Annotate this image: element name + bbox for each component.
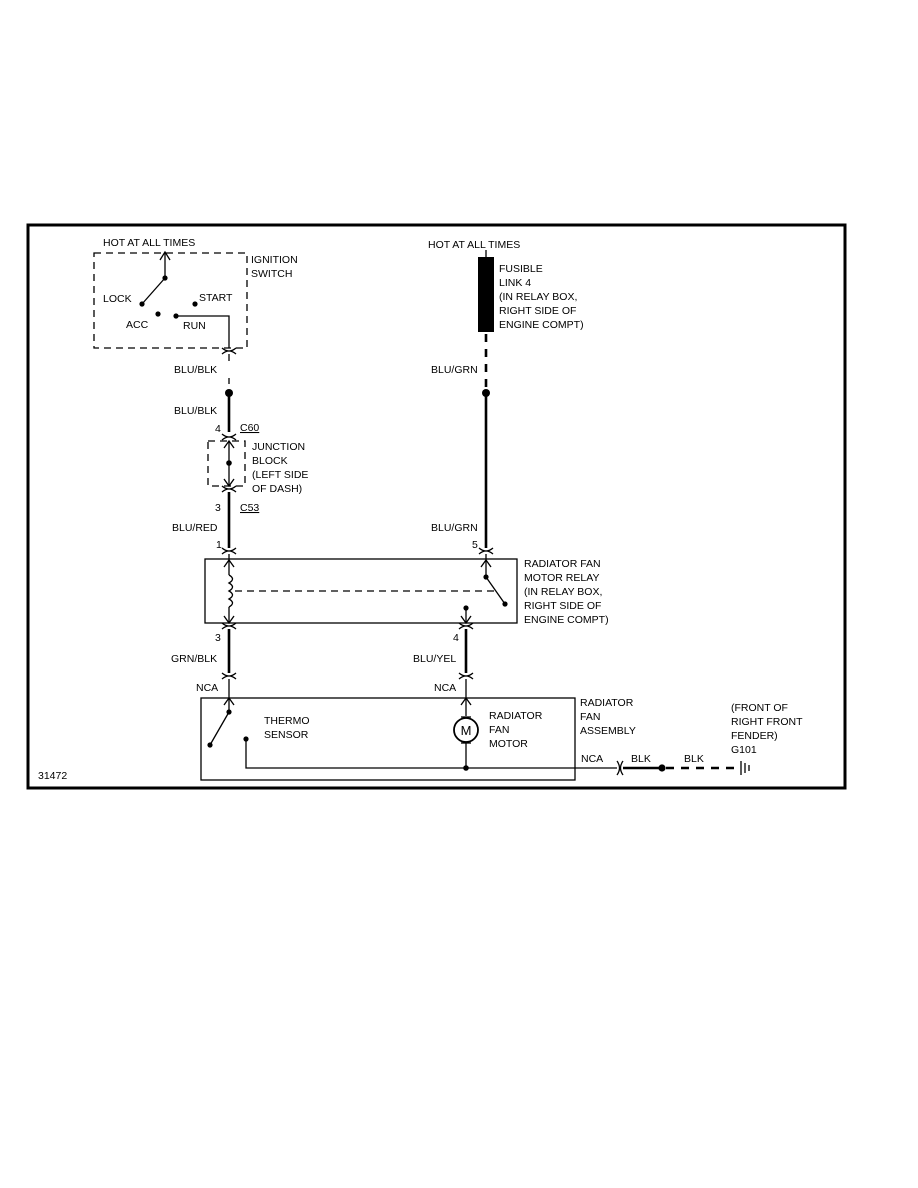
relay-contact-end (502, 601, 508, 607)
c60-pin: 4 (215, 423, 221, 435)
ground-connector (616, 760, 624, 776)
relay-contact-arm (485, 576, 506, 605)
switch-contact-lock (139, 301, 145, 307)
switch-connector (221, 347, 237, 355)
ground-location-1: (FRONT OF (731, 702, 788, 714)
wire-label-blu-blk-1: BLU/BLK (174, 364, 217, 376)
motor-label-2: FAN (489, 724, 509, 736)
ground-location-2: RIGHT FRONT (731, 716, 803, 728)
relay-connector-1 (221, 547, 237, 555)
relay-pin-4: 4 (453, 632, 459, 644)
run-contact-line (176, 315, 230, 348)
ground-location-3: FENDER) (731, 730, 778, 742)
ignition-switch-label-2: SWITCH (251, 268, 292, 280)
relay-label-4: RIGHT SIDE OF (524, 600, 601, 612)
relay-box (204, 558, 518, 624)
thermo-ground-line (245, 739, 466, 769)
c60-connector (221, 433, 237, 441)
relay-pin-3: 3 (215, 632, 221, 644)
fusible-link (478, 257, 494, 332)
nca-connector-right (458, 672, 474, 680)
switch-label-lock: LOCK (103, 293, 132, 305)
motor-arrow (460, 696, 472, 706)
ignition-feed-arrow (159, 250, 171, 261)
wire-label-grn-blk: GRN/BLK (171, 653, 217, 665)
junction-arrow-bottom (223, 478, 235, 488)
ignition-switch-arm (141, 277, 166, 305)
diagram-frame (26, 223, 847, 790)
fusible-label-2: LINK 4 (499, 277, 531, 289)
c60-label: C60 (240, 422, 259, 434)
fusible-label-1: FUSIBLE (499, 263, 543, 275)
hot-at-all-times-right: HOT AT ALL TIMES (428, 239, 520, 251)
relay-connector-5 (478, 547, 494, 555)
junction-block-box (207, 440, 246, 487)
fan-assembly-label-2: FAN (580, 711, 600, 723)
diagram-number: 31472 (38, 770, 67, 782)
wire-label-blu-red: BLU/RED (172, 522, 218, 534)
junction-label-2: BLOCK (252, 455, 288, 467)
relay-pin-1: 1 (216, 539, 222, 551)
relay-coil (227, 574, 234, 608)
relay-label-2: MOTOR RELAY (524, 572, 599, 584)
relay-connector-3 (221, 622, 237, 630)
nca-label-right: NCA (434, 682, 456, 694)
ignition-switch-box (93, 252, 248, 349)
relay-connector-4 (458, 622, 474, 630)
relay-pin-5: 5 (472, 539, 478, 551)
ground-id: G101 (731, 744, 757, 756)
motor-label-3: MOTOR (489, 738, 528, 750)
switch-label-run: RUN (183, 320, 206, 332)
c53-pin: 3 (215, 502, 221, 514)
wire-label-blk-2: BLK (684, 753, 704, 765)
wire-label-blu-grn-1: BLU/GRN (431, 364, 478, 376)
wire-label-blk-1: BLK (631, 753, 651, 765)
coil-arrow-top (223, 558, 235, 568)
junction-label-3: (LEFT SIDE (252, 469, 308, 481)
nca-connector-left (221, 672, 237, 680)
motor-label-1: RADIATOR (489, 710, 543, 722)
junction-splice (226, 460, 232, 466)
ignition-switch-label: IGNITION (251, 254, 298, 266)
thermo-sensor-label-1: THERMO (264, 715, 310, 727)
fusible-label-5: ENGINE COMPT) (499, 319, 584, 331)
switch-pivot (162, 275, 168, 281)
motor-symbol (453, 717, 479, 743)
thermo-contact (207, 742, 213, 748)
fan-assembly-label-3: ASSEMBLY (580, 725, 636, 737)
thermo-arrow (223, 696, 235, 706)
relay-label-1: RADIATOR FAN (524, 558, 601, 570)
fan-assembly-label-1: RADIATOR (580, 697, 634, 709)
switch-label-acc: ACC (126, 319, 149, 331)
thermo-switch-arm (209, 711, 230, 746)
wire-label-blu-grn-2: BLU/GRN (431, 522, 478, 534)
c53-label: C53 (240, 502, 259, 514)
thermo-sensor-label-2: SENSOR (264, 729, 309, 741)
wire-label-blu-blk-2: BLU/BLK (174, 405, 217, 417)
relay-label-5: ENGINE COMPT) (524, 614, 609, 626)
c53-connector (221, 485, 237, 493)
wire-label-blu-yel: BLU/YEL (413, 653, 456, 665)
fan-assembly-box (200, 697, 576, 781)
relay-label-3: (IN RELAY BOX, (524, 586, 602, 598)
junction-label-1: JUNCTION (252, 441, 305, 453)
switch-contact-acc (155, 311, 161, 317)
relay-contact-arrow-bottom (460, 615, 472, 625)
switch-contact-start (192, 301, 198, 307)
fusible-label-4: RIGHT SIDE OF (499, 305, 576, 317)
ground-splice (658, 764, 666, 772)
motor-m-letter: M (461, 723, 472, 738)
hot-at-all-times-left: HOT AT ALL TIMES (103, 237, 195, 249)
junction-label-4: OF DASH) (252, 483, 302, 495)
nca-label-left: NCA (196, 682, 218, 694)
switch-label-start: START (199, 292, 233, 304)
nca-label-ground: NCA (581, 753, 603, 765)
fusible-label-3: (IN RELAY BOX, (499, 291, 577, 303)
coil-arrow-bottom (223, 615, 235, 625)
